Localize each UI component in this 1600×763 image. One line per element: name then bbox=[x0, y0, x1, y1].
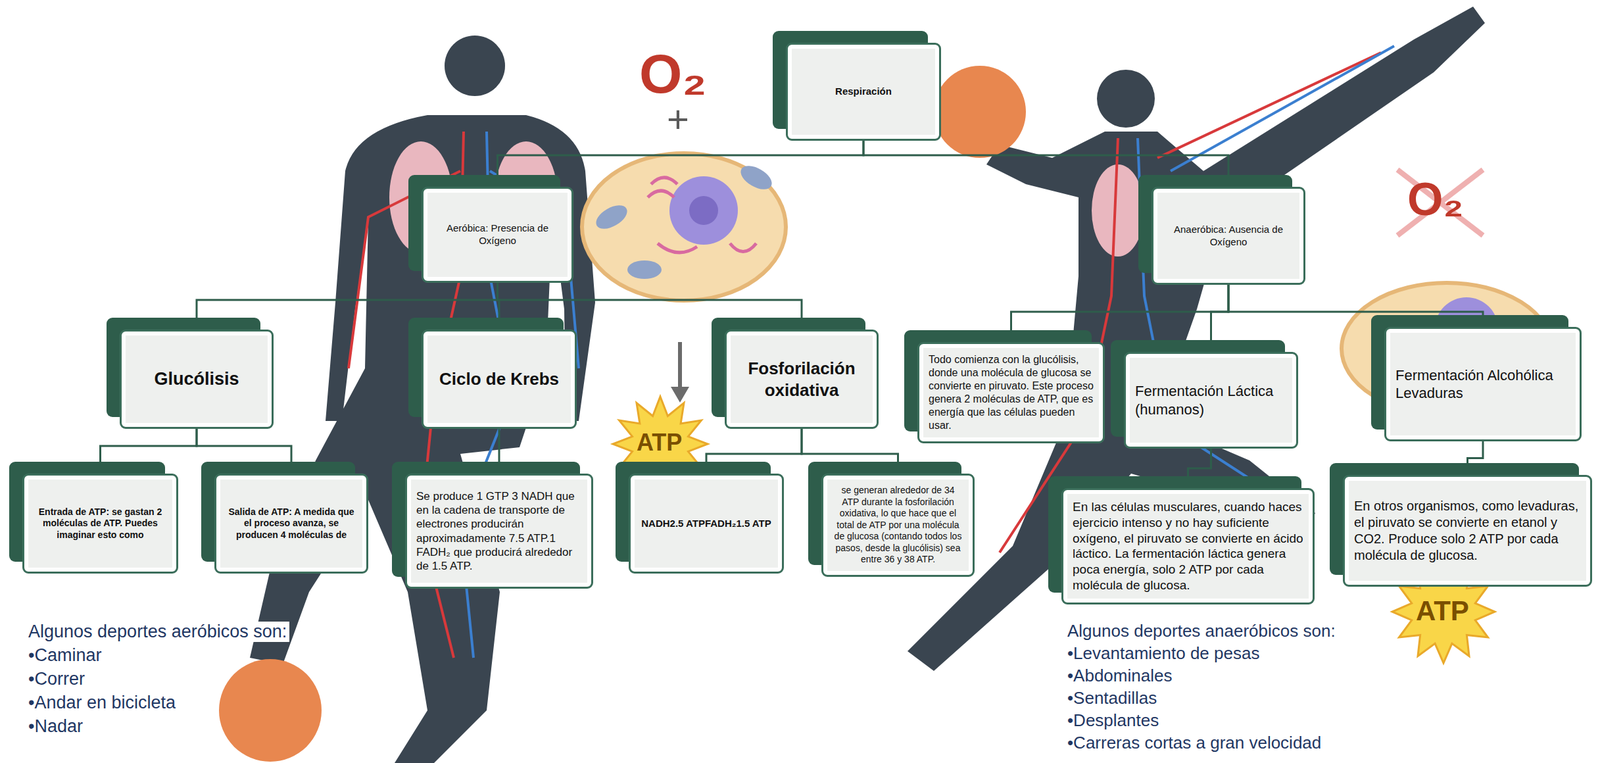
tree-connector bbox=[1188, 448, 1212, 488]
tree-connector bbox=[1211, 284, 1230, 352]
detail-box: Entrada de ATP: se gastan 2 moléculas de… bbox=[22, 473, 179, 574]
list-item: •Nadar bbox=[25, 716, 86, 737]
stage-box: Fermentación Alcohólica Levaduras bbox=[1384, 326, 1582, 442]
left-player bbox=[218, 35, 596, 763]
detail-box: se generan alrededor de 34 ATP durante l… bbox=[821, 473, 975, 577]
box-text: Salida de ATP: A medida que el proceso a… bbox=[225, 506, 358, 542]
detail-box: En las células musculares, cuando haces … bbox=[1061, 487, 1315, 605]
stage-box: Fermentación Láctica (humanos) bbox=[1123, 351, 1299, 449]
list-heading: Algunos deportes aeróbicos son: bbox=[25, 621, 290, 642]
box-text: En las células musculares, cuando haces … bbox=[1072, 499, 1304, 594]
oxygen-symbol: O₂ bbox=[639, 46, 707, 102]
box-text: NADH2.5 ATPFADH₂1.5 ATP bbox=[639, 517, 773, 531]
box-text: Aeróbica: Presencia de Oxígeno bbox=[432, 222, 563, 248]
list-item: •Desplantes bbox=[1064, 710, 1162, 731]
cell bbox=[581, 153, 786, 301]
list-item: •Andar en bicicleta bbox=[25, 692, 179, 713]
plus-sign: + bbox=[666, 99, 690, 139]
box-text: Se produce 1 GTP 3 NADH que en la cadena… bbox=[416, 489, 582, 574]
list-heading: Algunos deportes anaeróbicos son: bbox=[1064, 621, 1339, 642]
box-text: Fermentación Alcohólica Levaduras bbox=[1395, 366, 1571, 403]
detail-box: En otros organismos, como levaduras, el … bbox=[1342, 474, 1593, 587]
list-item: •Carreras cortas a gran velocidad bbox=[1064, 733, 1324, 753]
box-text: Ciclo de Krebs bbox=[432, 368, 566, 390]
list-item: •Correr bbox=[25, 668, 88, 690]
down-arrow bbox=[670, 341, 690, 403]
oxygen-symbol: O₂ bbox=[1407, 176, 1464, 223]
list-item: •Caminar bbox=[25, 645, 104, 666]
tree-connector bbox=[1228, 284, 1483, 327]
atp-label: ATP bbox=[636, 428, 682, 456]
list-item: •Abdominales bbox=[1064, 666, 1175, 686]
tree-connector bbox=[1467, 441, 1484, 475]
tree-connector bbox=[706, 428, 802, 474]
atp-label: ATP bbox=[1415, 595, 1470, 627]
root-box: Respiración bbox=[785, 42, 942, 141]
detail-box: Se produce 1 GTP 3 NADH que en la cadena… bbox=[405, 473, 594, 589]
list-item: •Sentadillas bbox=[1064, 688, 1160, 709]
branch-box: Anaeróbica: Ausencia de Oxígeno bbox=[1151, 186, 1306, 285]
box-text: Fosforilación oxidativa bbox=[735, 357, 868, 401]
box-text: se generan alrededor de 34 ATP durante l… bbox=[832, 484, 964, 566]
list-item: •Levantamiento de pesas bbox=[1064, 643, 1262, 664]
box-text: Glucólisis bbox=[130, 368, 263, 391]
box-text: Anaeróbica: Ausencia de Oxígeno bbox=[1162, 223, 1295, 249]
tree-connector bbox=[801, 428, 899, 474]
tree-connector bbox=[196, 428, 292, 474]
box-text: En otros organismos, como levaduras, el … bbox=[1354, 497, 1581, 564]
box-text: Fermentación Láctica (humanos) bbox=[1135, 382, 1287, 419]
box-text: Entrada de ATP: se gastan 2 moléculas de… bbox=[33, 506, 168, 542]
box-text: Todo comienza con la glucólisis, donde u… bbox=[928, 353, 1094, 433]
stage-box: Glucólisis bbox=[119, 329, 274, 429]
note-box: Todo comienza con la glucólisis, donde u… bbox=[917, 341, 1105, 444]
box-text: Respiración bbox=[797, 85, 930, 98]
stage-box: Ciclo de Krebs bbox=[421, 329, 577, 429]
detail-box: NADH2.5 ATPFADH₂1.5 ATP bbox=[628, 473, 784, 574]
tree-connector bbox=[1011, 284, 1230, 342]
tree-connector bbox=[497, 140, 865, 187]
tree-connector bbox=[498, 428, 501, 474]
tree-connector bbox=[196, 282, 498, 330]
tree-connector bbox=[497, 282, 803, 330]
stage-box: Fosforilación oxidativa bbox=[724, 329, 879, 429]
detail-box: Salida de ATP: A medida que el proceso a… bbox=[214, 473, 369, 574]
tree-connector bbox=[863, 140, 1229, 187]
tree-connector bbox=[100, 428, 198, 474]
no-oxygen-cross bbox=[1397, 169, 1483, 236]
branch-box: Aeróbica: Presencia de Oxígeno bbox=[421, 186, 574, 283]
